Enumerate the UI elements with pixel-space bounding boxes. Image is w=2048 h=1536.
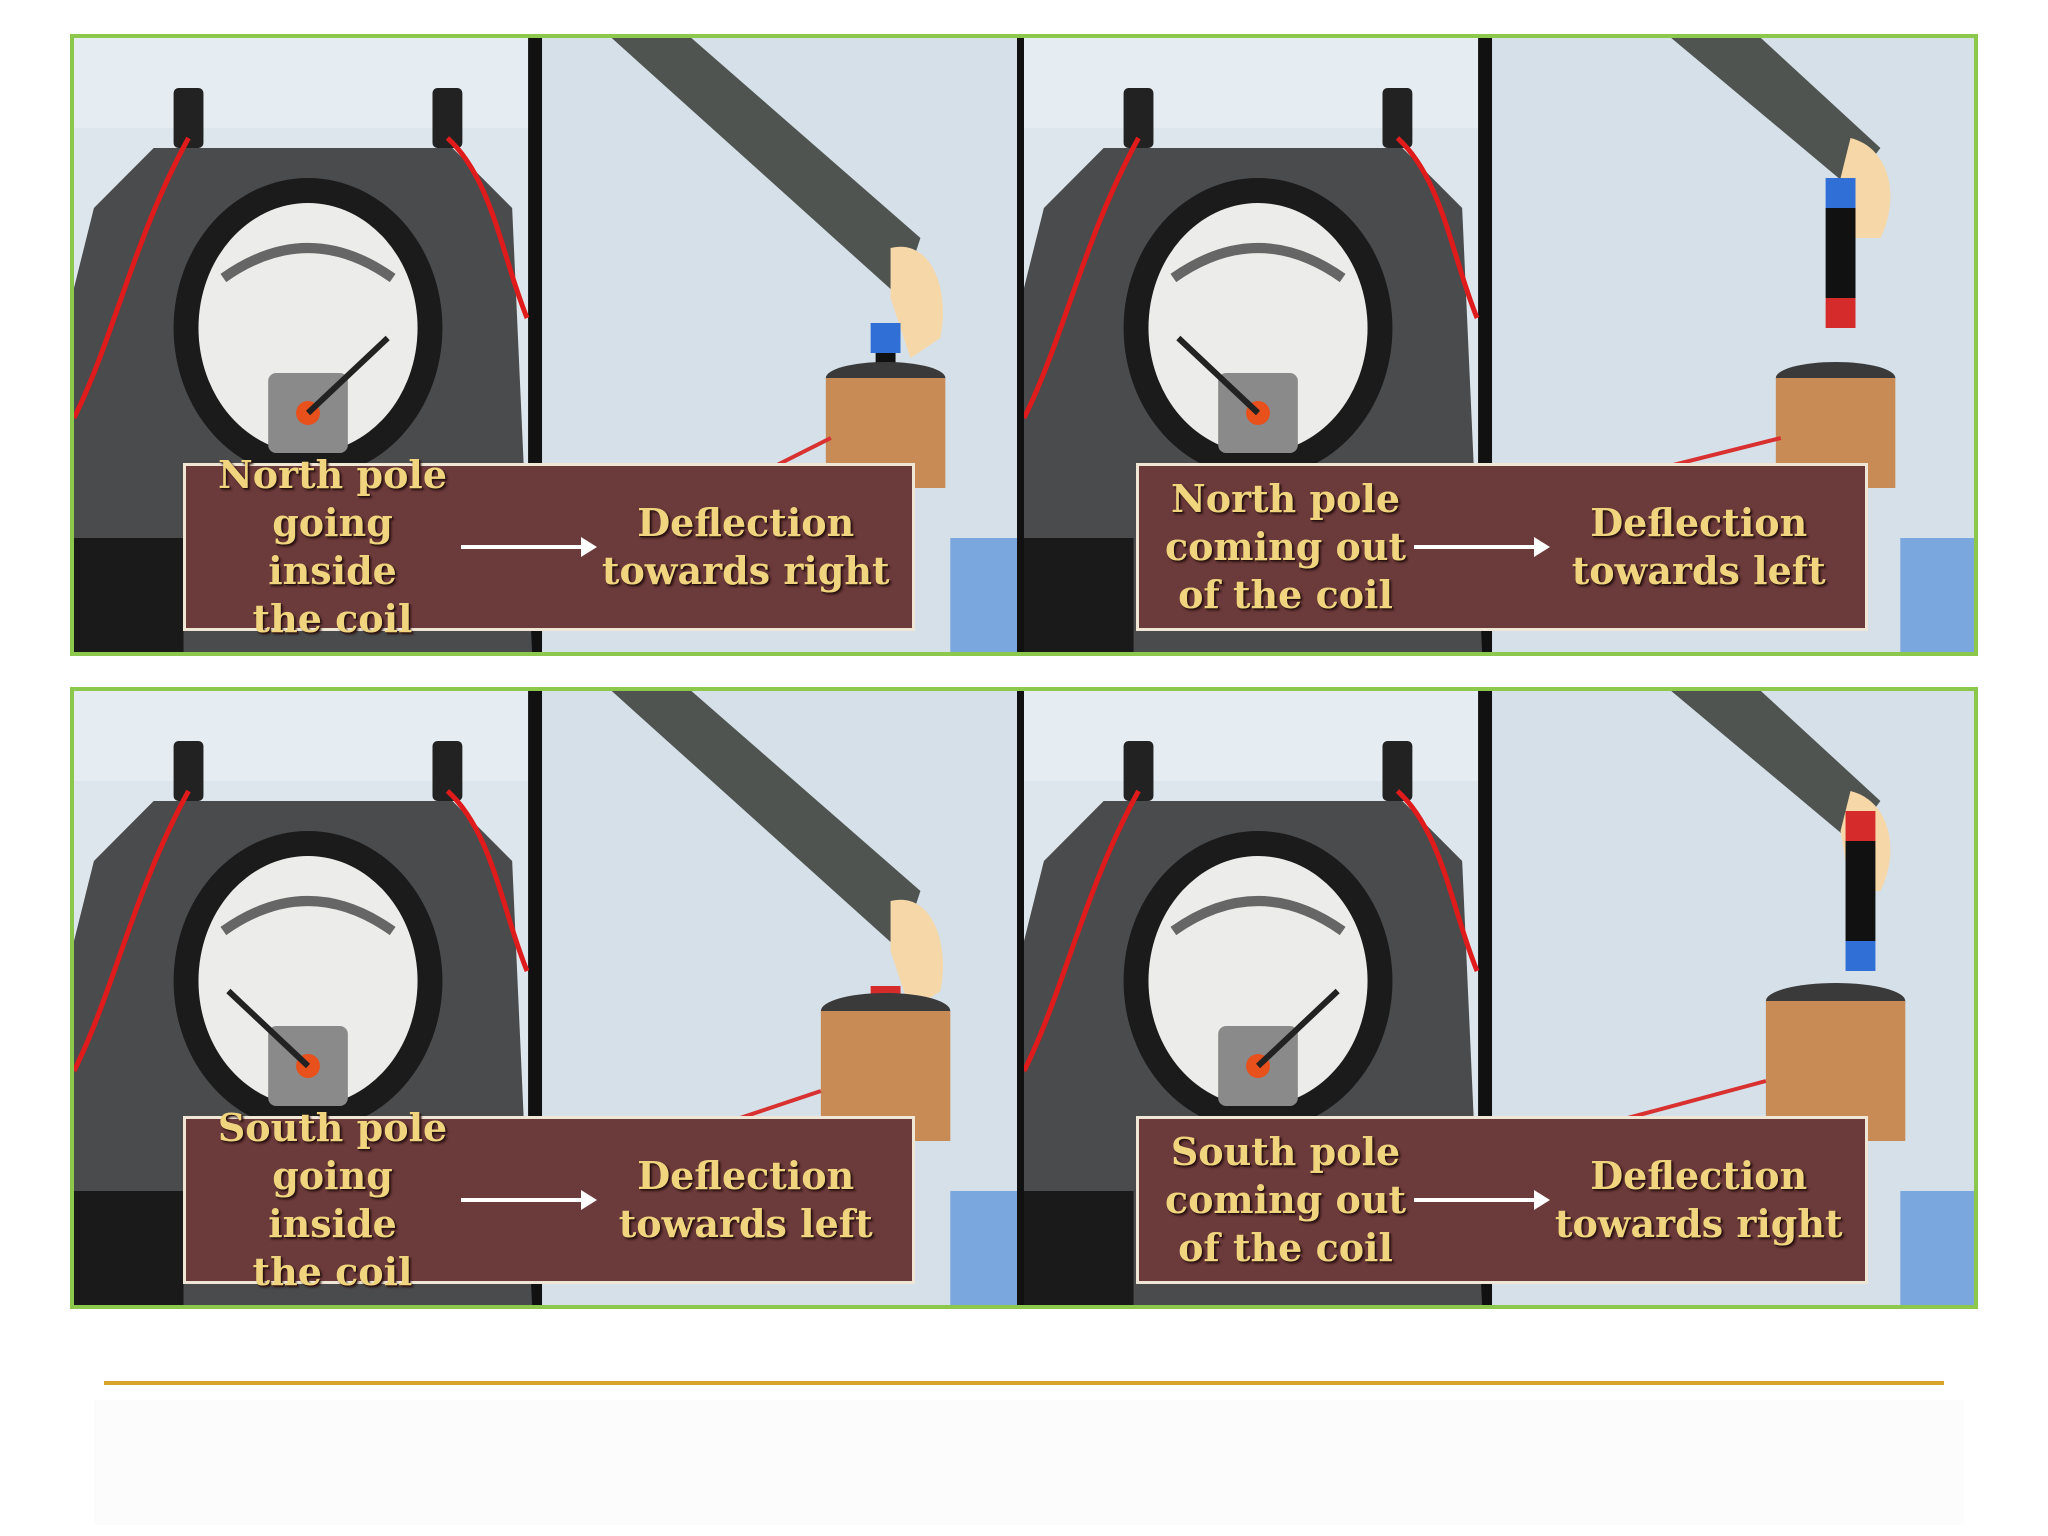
cause-text: South pole going inside the coil bbox=[217, 1105, 448, 1294]
arrow-right-icon bbox=[461, 1188, 598, 1212]
arrow-right-icon bbox=[461, 535, 598, 559]
cause-text: South pole coming out of the coil bbox=[1164, 1129, 1407, 1270]
effect-text: Deflection towards left bbox=[1571, 500, 1826, 593]
arrow-right-icon bbox=[1414, 535, 1551, 559]
effect-text: Deflection towards right bbox=[601, 500, 890, 593]
caption-box: North pole coming out of the coil Deflec… bbox=[1136, 463, 1868, 631]
effect-text: Deflection towards left bbox=[618, 1153, 873, 1246]
arrow-right-icon bbox=[1414, 1188, 1551, 1212]
footer-divider bbox=[104, 1381, 1944, 1385]
needle bbox=[1176, 335, 1261, 416]
caption-box: South pole going inside the coil Deflect… bbox=[183, 1105, 915, 1294]
experiment-frame-top: North pole going inside the coil Deflect… bbox=[70, 34, 1978, 656]
caption-box: North pole going inside the coil Deflect… bbox=[183, 452, 915, 641]
needle bbox=[1255, 988, 1340, 1069]
cause-text: North pole going inside the coil bbox=[217, 452, 448, 641]
needle bbox=[305, 335, 390, 416]
footer-area bbox=[94, 1400, 1964, 1525]
experiment-frame-bottom: South pole going inside the coil Deflect… bbox=[70, 687, 1978, 1309]
cause-text: North pole coming out of the coil bbox=[1164, 476, 1407, 617]
caption-box: South pole coming out of the coil Deflec… bbox=[1136, 1116, 1868, 1284]
effect-text: Deflection towards right bbox=[1554, 1153, 1843, 1246]
needle bbox=[226, 988, 311, 1069]
